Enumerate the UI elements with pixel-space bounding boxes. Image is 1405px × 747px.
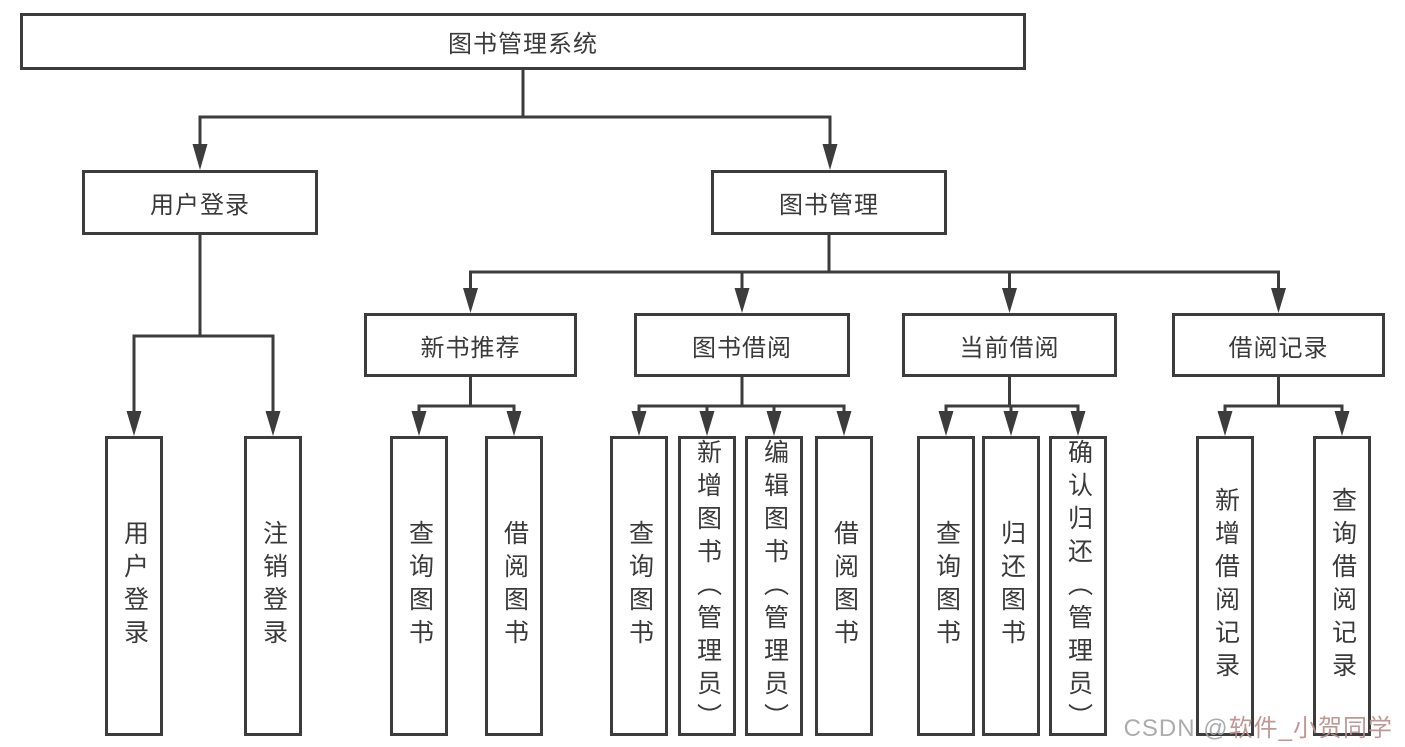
leaf-label: 查询借阅记录 — [1328, 487, 1357, 685]
node-user-login: 用户登录 — [82, 170, 318, 235]
leaf-return-books: 归还图书 — [982, 436, 1040, 736]
leaf-label: 查询图书 — [405, 520, 434, 652]
arrowhead — [126, 411, 142, 436]
arrowhead — [1003, 411, 1019, 436]
arrowhead — [1271, 288, 1286, 313]
node-new-book-recommendation: 新书推荐 — [364, 313, 577, 377]
arrowhead — [463, 288, 478, 313]
leaf-label: 新增借阅记录 — [1211, 487, 1240, 685]
node-current-borrowing: 当前借阅 — [902, 313, 1117, 377]
node-book-borrowing: 图书借阅 — [634, 313, 850, 377]
watermark: CSDN @软件_小贺同学 — [1124, 708, 1393, 743]
arrowheads — [126, 144, 1350, 436]
leaf-query-books-borrowing: 查询图书 — [610, 436, 668, 736]
arrowhead — [822, 144, 838, 170]
leaf-label: 编辑图书（管理员） — [760, 439, 789, 736]
arrowhead — [1070, 411, 1086, 436]
arrowhead — [265, 411, 281, 436]
leaf-confirm-return-admin: 确认归还（管理员） — [1049, 436, 1107, 736]
leaf-edit-books-admin: 编辑图书（管理员） — [745, 436, 803, 736]
arrowhead — [766, 411, 782, 436]
watermark-username: 软件_小贺同学 — [1228, 715, 1393, 742]
leaf-label: 借阅图书 — [830, 520, 859, 652]
arrowhead — [506, 411, 522, 436]
arrowhead — [1217, 411, 1233, 436]
node-book-management: 图书管理 — [711, 170, 947, 235]
arrowhead — [411, 411, 427, 436]
arrowhead — [734, 288, 750, 313]
node-borrowing-records: 借阅记录 — [1172, 313, 1385, 377]
leaf-label: 归还图书 — [997, 520, 1026, 652]
leaf-label: 查询图书 — [932, 520, 961, 652]
leaf-user-login: 用户登录 — [105, 436, 163, 736]
arrowhead — [631, 411, 647, 436]
arrowhead — [836, 411, 852, 436]
leaf-add-borrow-record: 新增借阅记录 — [1196, 436, 1254, 736]
leaf-label: 查询图书 — [625, 520, 654, 652]
leaf-label: 用户登录 — [120, 520, 149, 652]
leaf-logout: 注销登录 — [244, 436, 302, 736]
leaf-query-books-recommend: 查询图书 — [390, 436, 448, 736]
arrowhead — [1334, 411, 1350, 436]
leaf-query-borrow-record: 查询借阅记录 — [1313, 436, 1371, 736]
arrowhead — [699, 411, 715, 436]
watermark-prefix: CSDN @ — [1123, 715, 1229, 742]
leaf-label: 新增图书（管理员） — [693, 439, 722, 736]
leaf-label: 注销登录 — [259, 520, 288, 652]
node-library-management-system: 图书管理系统 — [20, 13, 1026, 70]
leaf-add-books-admin: 新增图书（管理员） — [678, 436, 736, 736]
leaf-label: 借阅图书 — [500, 520, 529, 652]
leaf-borrow-books-recommend: 借阅图书 — [485, 436, 543, 736]
arrowhead — [192, 144, 208, 170]
leaf-borrow-books-borrowing: 借阅图书 — [815, 436, 873, 736]
leaf-label: 确认归还（管理员） — [1064, 439, 1093, 736]
arrowhead — [1002, 288, 1017, 313]
arrowhead — [938, 411, 954, 436]
leaf-query-books-current: 查询图书 — [917, 436, 975, 736]
